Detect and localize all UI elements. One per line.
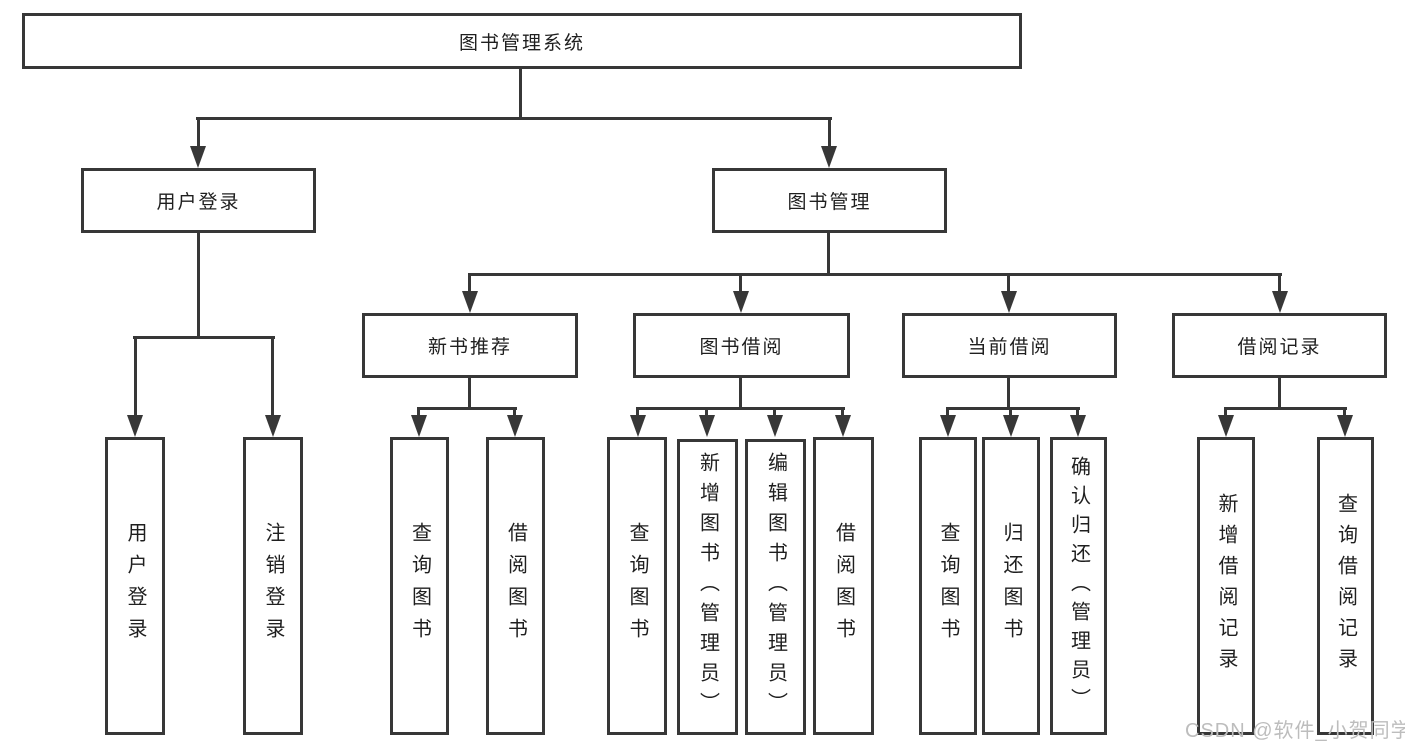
connector-line — [1007, 378, 1010, 410]
node-label: 新书推荐 — [427, 337, 512, 358]
connector-line — [1009, 410, 1012, 417]
node-leaf-add-books-admin: 新增图书（管理员） — [677, 439, 738, 735]
connector-line — [946, 410, 949, 417]
node-leaf-user-login: 用户登录 — [105, 437, 165, 735]
node-label: 编辑图书（管理员） — [764, 452, 787, 722]
node-leaf-query-books-borrowing: 查询图书 — [607, 437, 667, 735]
connector-line — [841, 410, 844, 417]
connector-line — [1076, 410, 1079, 417]
node-current-borrowing: 当前借阅 — [902, 313, 1117, 378]
connector-line — [417, 410, 420, 417]
node-label: 新增图书（管理员） — [696, 452, 719, 722]
connector-line — [1224, 407, 1347, 410]
connector-line — [1224, 410, 1227, 417]
node-label: 借阅图书 — [504, 522, 527, 650]
node-label: 确认归还（管理员） — [1067, 455, 1090, 717]
node-leaf-borrow-books-recommend: 借阅图书 — [486, 437, 545, 735]
connector-line — [197, 232, 200, 339]
connector-line — [468, 273, 1282, 276]
connector-line — [196, 117, 832, 120]
arrow-down-icon — [835, 415, 851, 437]
connector-line — [468, 276, 471, 293]
node-label: 查询图书 — [626, 522, 648, 650]
node-book-borrowing: 图书借阅 — [633, 313, 850, 378]
node-leaf-logout: 注销登录 — [243, 437, 303, 735]
connector-line — [827, 233, 830, 276]
node-label: 用户登录 — [124, 522, 146, 650]
node-user-login: 用户登录 — [81, 168, 316, 233]
arrow-down-icon — [1218, 415, 1234, 437]
arrow-down-icon — [462, 291, 478, 313]
node-label: 查询借阅记录 — [1334, 493, 1357, 679]
node-label: 用户登录 — [156, 192, 241, 213]
connector-line — [417, 407, 517, 410]
arrow-down-icon — [1001, 291, 1017, 313]
node-leaf-add-borrow-record: 新增借阅记录 — [1197, 437, 1255, 735]
connector-line — [197, 120, 200, 148]
arrow-down-icon — [767, 415, 783, 437]
node-new-book-recommend: 新书推荐 — [362, 313, 578, 378]
node-leaf-query-borrow-record: 查询借阅记录 — [1317, 437, 1374, 735]
arrow-down-icon — [411, 415, 427, 437]
node-label: 当前借阅 — [967, 337, 1052, 358]
arrow-down-icon — [821, 146, 837, 168]
csdn-watermark: CSDN @软件_小贺同学 — [1185, 720, 1405, 742]
node-label: 图书借阅 — [699, 337, 784, 358]
connector-line — [739, 276, 742, 293]
arrow-down-icon — [733, 291, 749, 313]
node-label: 借阅记录 — [1237, 337, 1322, 358]
connector-line — [1343, 410, 1346, 417]
node-label: 注销登录 — [262, 522, 284, 650]
connector-line — [134, 339, 137, 417]
connector-line — [773, 410, 776, 417]
connector-line — [946, 407, 1080, 410]
connector-line — [739, 378, 742, 410]
connector-line — [133, 336, 275, 339]
connector-line — [513, 410, 516, 417]
node-label: 借阅图书 — [832, 522, 855, 650]
arrow-down-icon — [1337, 415, 1353, 437]
node-label: 查询图书 — [937, 522, 959, 650]
arrow-down-icon — [190, 146, 206, 168]
arrow-down-icon — [1272, 291, 1288, 313]
arrow-down-icon — [507, 415, 523, 437]
arrow-down-icon — [940, 415, 956, 437]
node-leaf-query-books-recommend: 查询图书 — [390, 437, 449, 735]
arrow-down-icon — [1003, 415, 1019, 437]
node-book-management: 图书管理 — [712, 168, 947, 233]
arrow-down-icon — [265, 415, 281, 437]
arrow-down-icon — [1070, 415, 1086, 437]
node-leaf-query-books-current: 查询图书 — [919, 437, 977, 735]
connector-line — [271, 339, 274, 417]
connector-line — [1007, 276, 1010, 293]
arrow-down-icon — [630, 415, 646, 437]
node-borrowing-records: 借阅记录 — [1172, 313, 1387, 378]
connector-line — [705, 410, 708, 417]
connector-line — [519, 69, 522, 120]
node-label: 图书管理 — [787, 192, 872, 213]
arrow-down-icon — [699, 415, 715, 437]
node-root-system: 图书管理系统 — [22, 13, 1022, 69]
connector-line — [468, 378, 471, 410]
node-leaf-return-books: 归还图书 — [982, 437, 1040, 735]
connector-line — [828, 120, 831, 148]
connector-line — [1278, 276, 1281, 293]
arrow-down-icon — [127, 415, 143, 437]
connector-line — [636, 407, 845, 410]
node-label: 新增借阅记录 — [1215, 493, 1237, 679]
node-label: 查询图书 — [408, 522, 431, 650]
node-leaf-confirm-return-admin: 确认归还（管理员） — [1050, 437, 1107, 735]
connector-line — [1278, 378, 1281, 410]
connector-line — [636, 410, 639, 417]
node-leaf-borrow-books-borrowing: 借阅图书 — [813, 437, 874, 735]
node-label: 图书管理系统 — [458, 32, 585, 54]
node-label: 归还图书 — [1000, 522, 1022, 650]
node-leaf-edit-books-admin: 编辑图书（管理员） — [745, 439, 806, 735]
